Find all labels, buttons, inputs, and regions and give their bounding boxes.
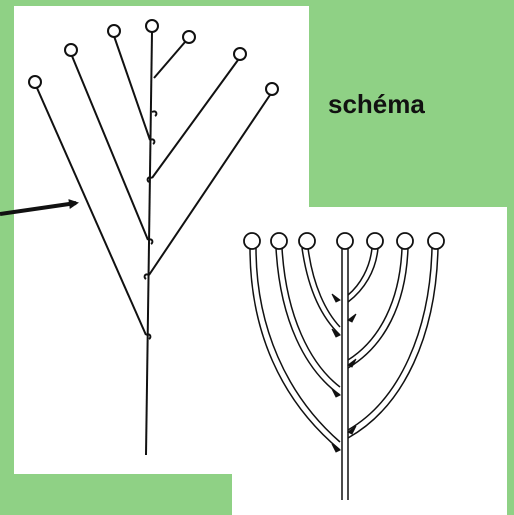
branch-right-1: [348, 248, 372, 295]
branch-node-circle-icon: [146, 20, 158, 32]
branch-node-circle-icon: [266, 83, 278, 95]
branch-left-1: [250, 248, 340, 450]
branch-left-3: [302, 248, 340, 335]
branch-node-circle-icon: [183, 31, 195, 43]
branch-node-circle-icon: [271, 233, 287, 249]
upper-branch-drawing: [29, 20, 278, 455]
leaf-tick: [332, 294, 340, 302]
branch-node-circle-icon: [234, 48, 246, 60]
branch-node-circle-icon: [65, 44, 77, 56]
branch-node-circle-icon: [29, 76, 41, 88]
branch-node-circle-icon: [108, 25, 120, 37]
branch-node-circle-icon: [367, 233, 383, 249]
branch-4: [154, 42, 185, 78]
branch-node-circle-icon: [299, 233, 315, 249]
arrow-icon: [0, 203, 76, 214]
branch-1: [37, 88, 146, 335]
leaf-tick: [332, 444, 340, 452]
branch-3: [114, 36, 150, 140]
branch-node-circle-icon: [244, 233, 260, 249]
branch-2: [72, 56, 148, 240]
branch-node-circle-icon: [397, 233, 413, 249]
branch-node-circle-icon: [337, 233, 353, 249]
leaf-tick: [332, 389, 340, 397]
leaf-tick: [348, 314, 356, 322]
branch-node-circle-icon: [428, 233, 444, 249]
lower-branch-schema: [244, 233, 444, 500]
leaf-tick: [152, 111, 156, 116]
